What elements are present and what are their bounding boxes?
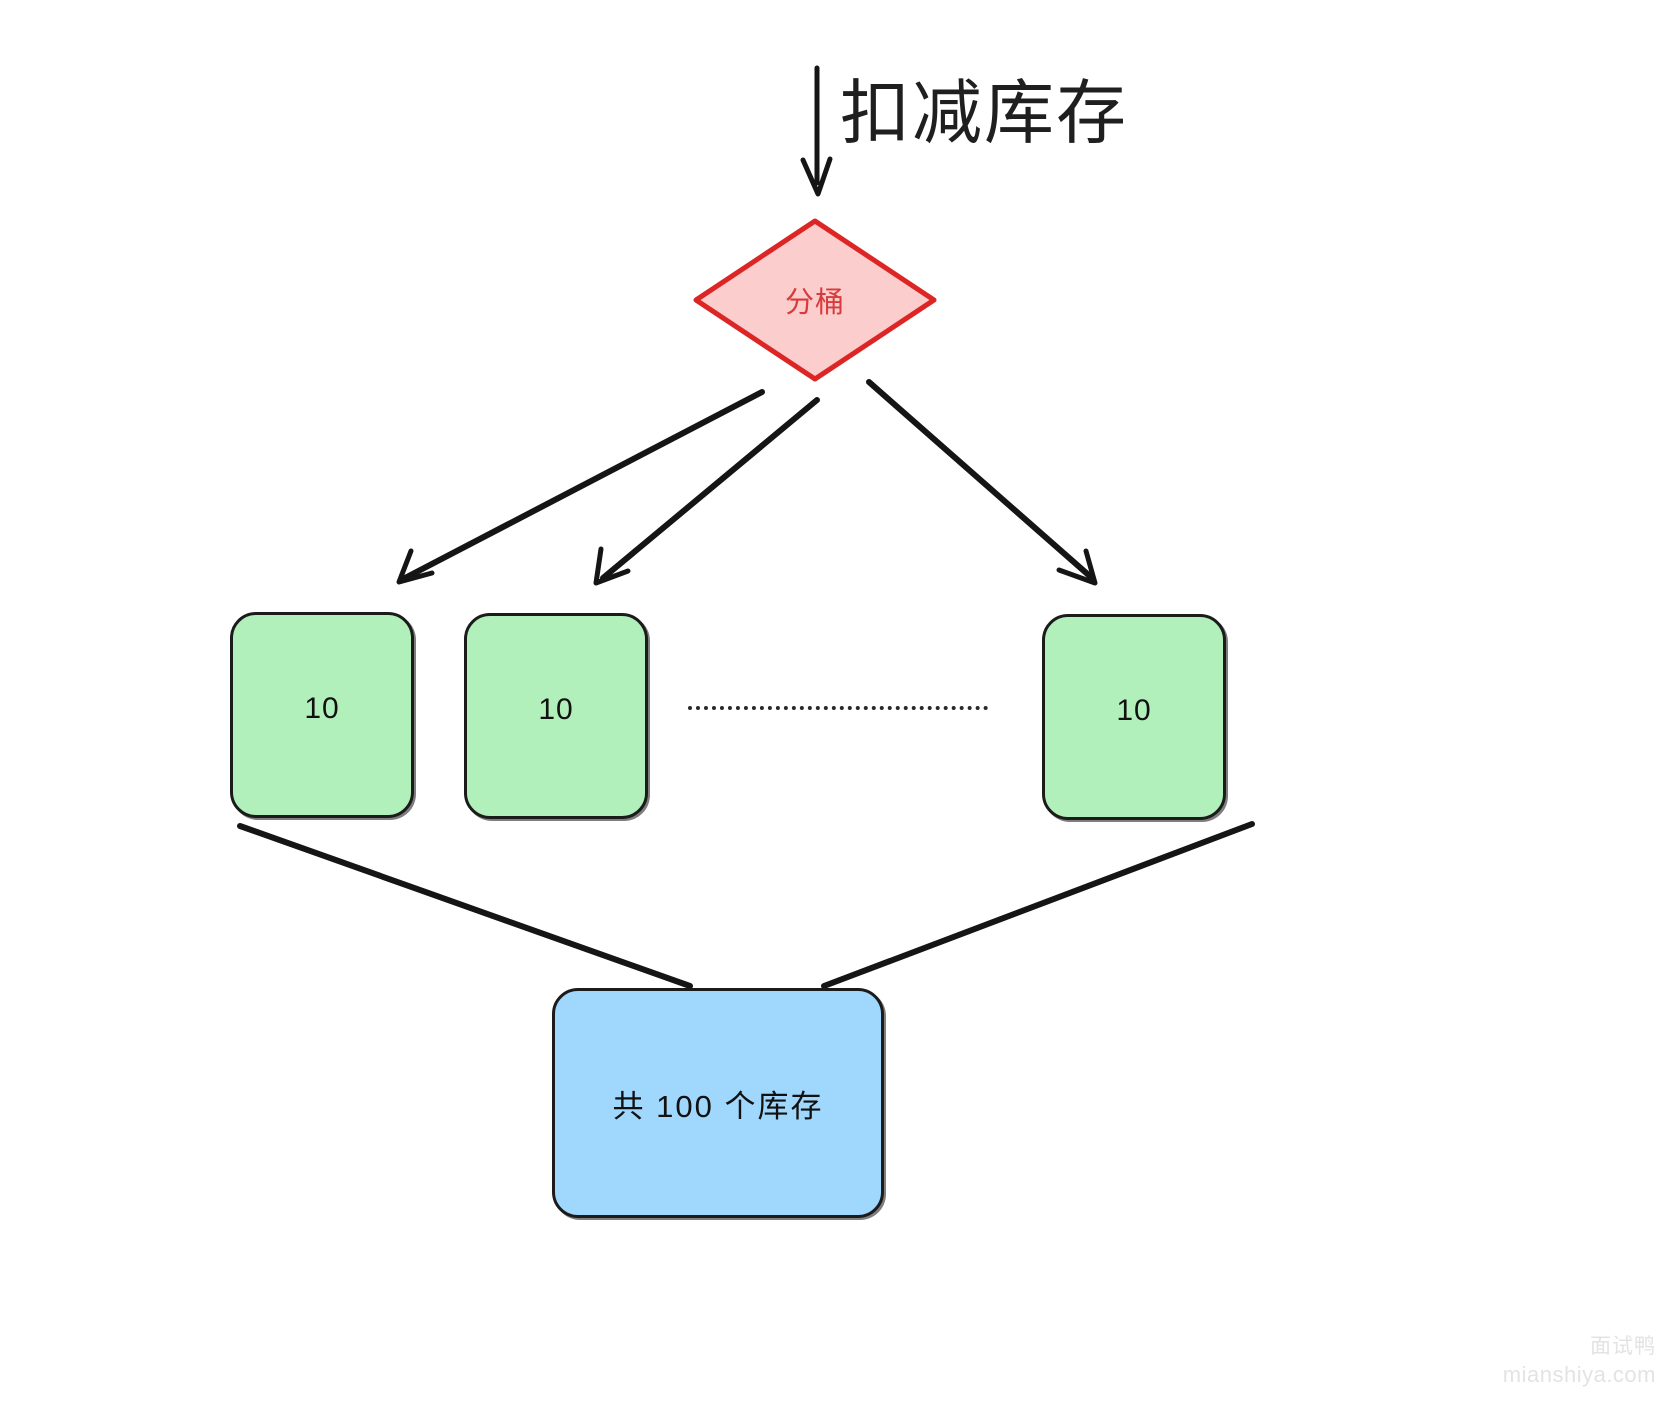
inbound-arrow — [800, 65, 833, 197]
bucket-value-1: 10 — [304, 692, 340, 725]
diamond-shape — [693, 218, 937, 382]
bucket-box-1[interactable]: 10 — [230, 612, 414, 818]
bucket-box-3[interactable]: 10 — [1042, 614, 1226, 820]
ellipsis-dotted-line — [688, 706, 988, 714]
watermark-cn: 面试鸭 — [1590, 1335, 1656, 1359]
bucket-value-2: 10 — [538, 693, 574, 726]
fanout-arrow-1 — [396, 389, 765, 585]
bucket-value-3: 10 — [1116, 694, 1152, 727]
watermark: 面试鸭 mianshiya.com — [1503, 1334, 1656, 1388]
merge-line-left — [237, 823, 693, 989]
merge-line-right — [821, 821, 1255, 989]
decision-node-bucketing[interactable]: 分桶 — [690, 215, 940, 385]
page-title: 扣减库存 — [840, 74, 1128, 152]
total-inventory-label: 共 100 个库存 — [612, 1088, 824, 1124]
fanout-arrow-2 — [593, 397, 820, 586]
bucket-box-2[interactable]: 10 — [464, 613, 648, 819]
watermark-en: mianshiya.com — [1502, 1361, 1656, 1387]
fanout-arrow-3 — [866, 379, 1098, 586]
decision-node-label: 分桶 — [784, 287, 845, 319]
total-inventory-box[interactable]: 共 100 个库存 — [552, 988, 884, 1218]
